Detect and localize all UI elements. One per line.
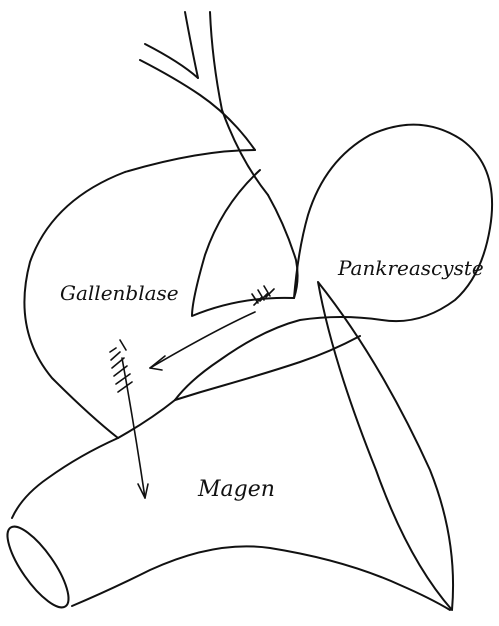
- bile-duct: [140, 12, 298, 298]
- arrow-into-stomach: [110, 340, 148, 498]
- label-stomach: Magen: [197, 477, 275, 502]
- label-gallbladder: Gallenblase: [60, 281, 179, 305]
- stomach: [0, 282, 453, 615]
- label-pancreatic-cyst: Pankreascyste: [337, 256, 484, 280]
